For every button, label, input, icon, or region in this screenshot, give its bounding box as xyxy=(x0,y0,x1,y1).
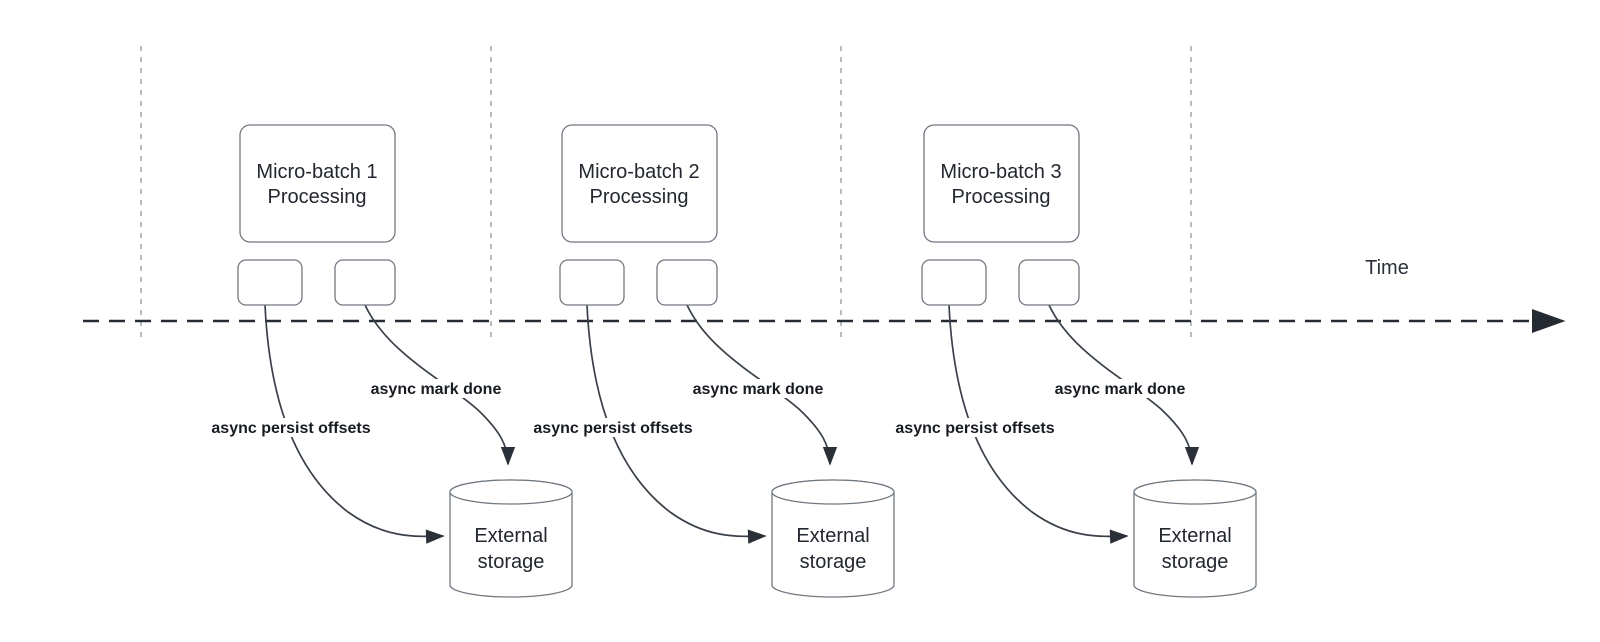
storage-cylinder: External storage xyxy=(449,479,573,598)
persist-offsets-arrow xyxy=(264,304,445,544)
mark-done-label: async mark done xyxy=(1055,381,1186,398)
processing-box xyxy=(561,124,718,243)
mark-done-label: async mark done xyxy=(693,381,824,398)
batch-group-2: Micro-batch 2 Processing async persist o… xyxy=(525,124,895,598)
time-axis-label: Time xyxy=(1365,257,1409,279)
processing-box-title-line2: Processing xyxy=(952,186,1051,208)
mark-done-task-box xyxy=(656,259,718,306)
persist-offsets-label-bg xyxy=(525,418,701,437)
mark-done-arrow xyxy=(1048,304,1200,466)
persist-offsets-arrow xyxy=(586,304,767,544)
storage-cylinder: External storage xyxy=(771,479,895,598)
batch-group-3: Micro-batch 3 Processing async persist o… xyxy=(887,124,1257,598)
persist-offsets-label: async persist offsets xyxy=(533,420,692,437)
processing-box-title-line2: Processing xyxy=(268,186,367,208)
mark-done-label-bg xyxy=(364,379,508,398)
offset-task-box xyxy=(237,259,303,306)
offset-task-box xyxy=(559,259,625,306)
mark-done-arrow xyxy=(364,304,516,466)
storage-cylinder: External storage xyxy=(1133,479,1257,598)
mark-done-label-bg xyxy=(1048,379,1192,398)
mark-done-task-box xyxy=(1018,259,1080,306)
offset-task-box xyxy=(921,259,987,306)
storage-label-line2: storage xyxy=(478,551,545,573)
persist-offsets-label-bg xyxy=(887,418,1063,437)
processing-box-title-line1: Micro-batch 2 xyxy=(578,161,699,183)
processing-box-title-line2: Processing xyxy=(590,186,689,208)
mark-done-arrow xyxy=(686,304,838,466)
persist-offsets-label: async persist offsets xyxy=(895,420,1054,437)
mark-done-task-box xyxy=(334,259,396,306)
mark-done-label-bg xyxy=(686,379,830,398)
processing-box-title-line1: Micro-batch 3 xyxy=(940,161,1061,183)
storage-label-line2: storage xyxy=(1162,551,1229,573)
mark-done-label: async mark done xyxy=(371,381,502,398)
persist-offsets-label: async persist offsets xyxy=(211,420,370,437)
batch-group-1: Micro-batch 1 Processing async persist o… xyxy=(203,124,573,598)
processing-box-title-line1: Micro-batch 1 xyxy=(256,161,377,183)
storage-label-line1: External xyxy=(796,525,869,547)
storage-label-line1: External xyxy=(1158,525,1231,547)
persist-offsets-label-bg xyxy=(203,418,379,437)
storage-label-line1: External xyxy=(474,525,547,547)
processing-box xyxy=(923,124,1080,243)
storage-label-line2: storage xyxy=(800,551,867,573)
persist-offsets-arrow xyxy=(948,304,1129,544)
processing-box xyxy=(239,124,396,243)
